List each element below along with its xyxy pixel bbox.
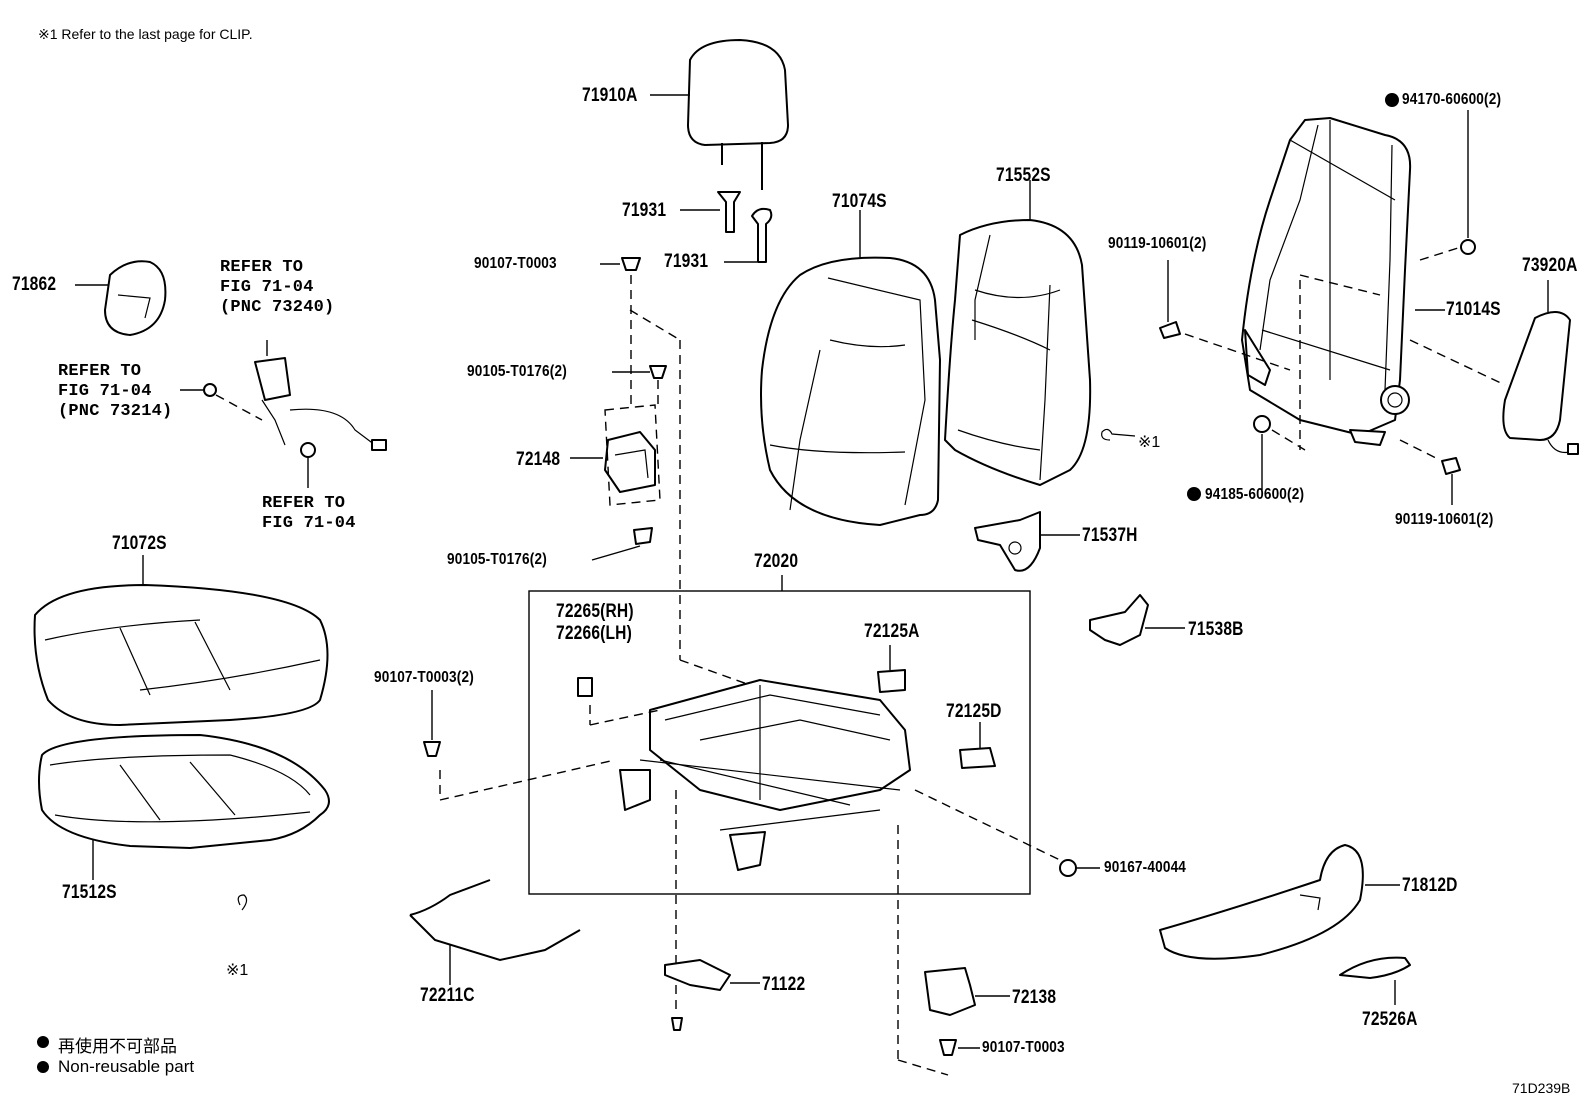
label-72211C: 72211C [420,985,475,1006]
header-note: ※1 Refer to the last page for CLIP. [38,26,253,42]
side-airbag-part [1409,280,1579,455]
legend-bullet-icon [37,1061,49,1073]
bolt-90167-part [1059,859,1100,877]
headrest-guide-part [680,191,773,263]
seatback-frame-part [1241,117,1445,450]
label-72526A: 72526A [1362,1009,1418,1030]
label-72020: 72020 [754,551,799,572]
cushion-cover-part [33,555,329,726]
label-71512S: 71512S [62,882,117,903]
seatbelt-buckle-part [180,340,387,488]
ref-73214-line2: FIG 71-04 [58,382,152,401]
non-reusable-mark-icon [1187,487,1201,501]
label-71014S: 71014S [1446,299,1501,320]
label-90107-bottom: 90107-T0003 [982,1039,1065,1056]
seatback-cover-part [760,210,941,526]
seat-adjuster-assembly [528,575,1031,895]
label-71072S: 71072S [112,533,167,554]
label-71862: 71862 [12,274,57,295]
lever-71537H-part [974,511,1080,572]
label-71931-lower: 71931 [664,251,709,272]
clip-ref-upper: ※1 [1138,434,1161,451]
label-72125A: 72125A [864,621,920,642]
label-71552S: 71552S [996,165,1051,186]
ref-73240-line2: FIG 71-04 [220,278,314,297]
label-90107-mid: 90107-T0003(2) [374,669,474,686]
ref-pnc-73240: REFER TO FIG 71-04 (PNC 73240) [220,258,334,318]
label-71122: 71122 [762,974,806,995]
ref-fig-line1: REFER TO [262,494,346,513]
ref-73214-line3: (PNC 73214) [58,402,173,421]
cover-72526A-part [1339,956,1411,1005]
label-90105-upper: 90105-T0176(2) [467,363,567,380]
part-71122 [664,959,760,1031]
label-90107-upper: 90107-T0003 [474,255,557,272]
label-71537H: 71537H [1082,525,1138,546]
legend-non-reusable: Non-reusable part [58,1057,195,1076]
label-90167: 90167-40044 [1104,859,1187,876]
bolt-90107-path [423,690,616,801]
legend-japanese: 再使用不可部品 [58,1037,177,1056]
ref-73240-line1: REFER TO [220,258,304,277]
label-72138: 72138 [1012,987,1057,1008]
ref-fig-71-04: REFER TO FIG 71-04 [262,494,356,534]
label-72265-rh: 72265(RH) [556,601,634,622]
ref-fig-line2: FIG 71-04 [262,514,356,533]
label-73920A: 73920A [1522,255,1578,276]
label-94170: 94170-60600(2) [1402,91,1502,108]
label-71074S: 71074S [832,191,887,212]
seat-cover-71862-part [75,260,167,336]
label-90119-upper: 90119-10601(2) [1108,235,1207,252]
cushion-pad-part [38,734,330,911]
label-90119-lower: 90119-10601(2) [1395,511,1494,528]
label-94185: 94185-60600(2) [1205,486,1305,503]
side-shield-part [1159,844,1400,960]
bracket-72148-part [570,257,751,686]
non-reusable-mark-icon [1385,93,1399,107]
ref-pnc-73214: REFER TO FIG 71-04 (PNC 73214) [58,362,172,422]
label-72125D: 72125D [946,701,1002,722]
clip-ref-lower: ※1 [226,962,249,979]
label-72148: 72148 [516,449,561,470]
bolt-90107-bottom-part [939,1039,980,1056]
legend-bullet-icon [37,1036,49,1048]
wire-72211C-part [409,879,581,985]
lever-71538B-part [1089,594,1185,646]
frame-fasteners [1159,110,1476,505]
label-71538B: 71538B [1188,619,1244,640]
figure-id: 71D239B [1512,1080,1571,1096]
label-72266-lh: 72266(LH) [556,623,632,644]
headrest-part [650,39,789,190]
label-71931-upper: 71931 [622,200,667,221]
seatback-pad-part [944,180,1092,486]
label-90105-lower: 90105-T0176(2) [447,551,547,568]
label-71910A: 71910A [582,85,638,106]
part-72138 [924,967,1010,1016]
ref-73214-line1: REFER TO [58,362,142,381]
ref-73240-line3: (PNC 73240) [220,298,335,317]
label-71812D: 71812D [1402,875,1458,896]
